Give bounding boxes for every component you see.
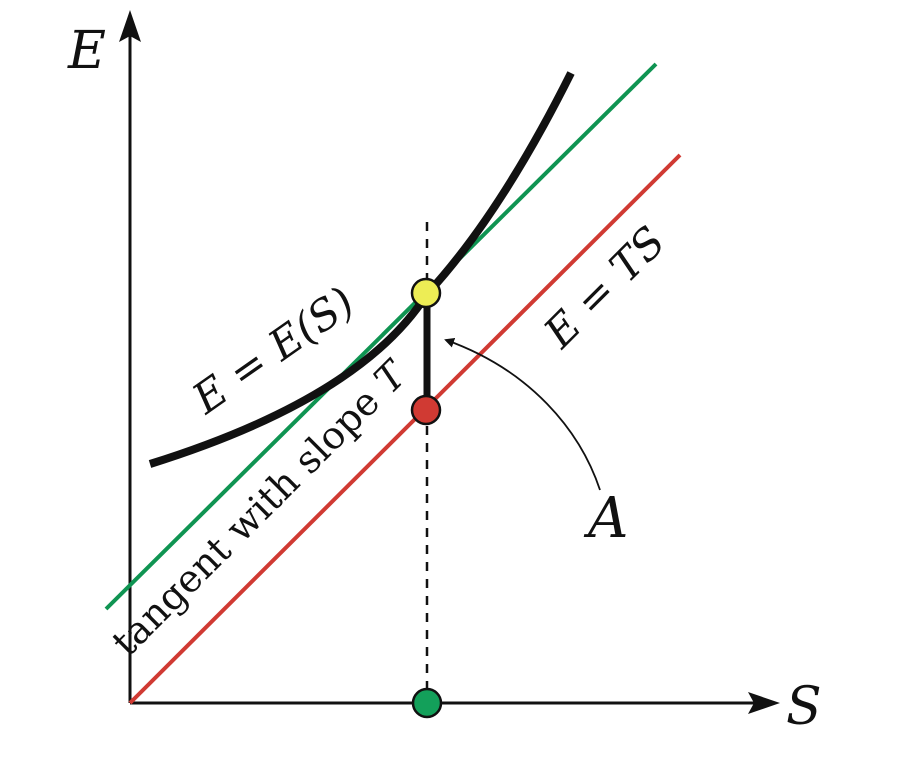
ts-line-label: E = TS <box>534 217 675 358</box>
ts-line <box>128 153 682 705</box>
gap-annotation-arrow <box>444 337 601 491</box>
tangent-point <box>410 277 442 309</box>
tangent-label: tangent with slope T <box>103 351 416 664</box>
tangent-line <box>104 62 658 611</box>
x-axis-arrowhead <box>748 692 780 714</box>
x-axis-title: S <box>786 677 822 737</box>
y-axis-arrowhead <box>119 10 141 42</box>
ts-point <box>410 394 442 426</box>
gap-label: A <box>583 486 628 551</box>
y-axis-title: E <box>67 21 106 81</box>
s-axis-point <box>411 687 443 719</box>
